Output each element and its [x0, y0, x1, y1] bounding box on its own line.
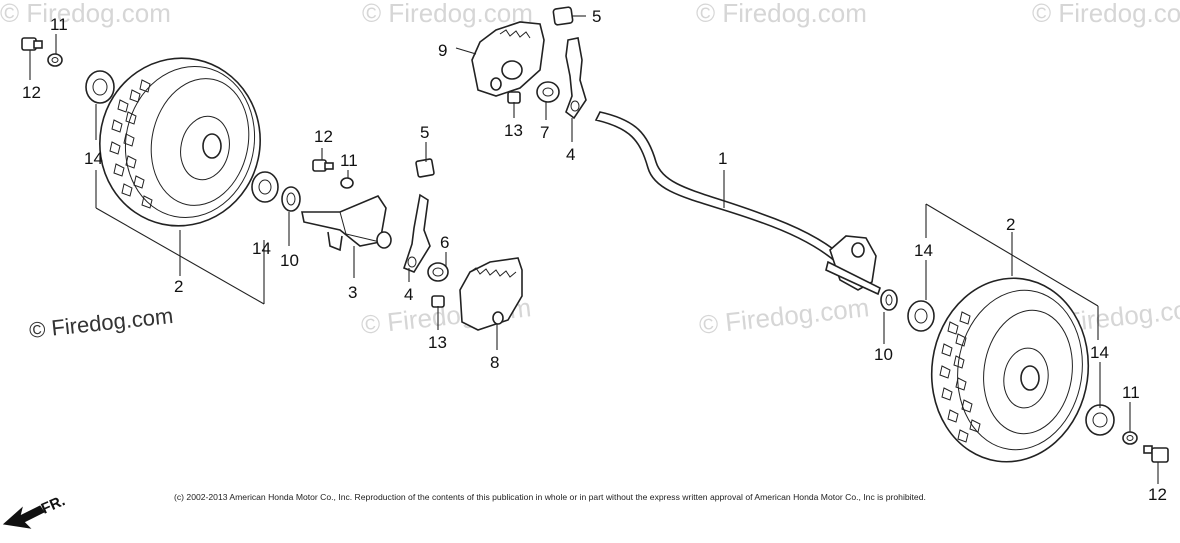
arrow-icon: [2, 505, 45, 529]
watermark: © Firedog.com: [697, 292, 870, 340]
callout-14: 14: [252, 239, 271, 258]
firedog-watermark: © Firedog.com: [28, 303, 174, 343]
callout-5: 5: [420, 123, 429, 142]
callout-12: 12: [22, 83, 41, 102]
callout-2: 2: [1006, 215, 1015, 234]
watermark: © Firedog.com: [696, 0, 867, 28]
top-hardware: [507, 6, 587, 120]
left-wheel: [99, 57, 261, 227]
direction-label: FR.: [39, 492, 68, 517]
callout-12: 12: [1148, 485, 1167, 504]
callout-2: 2: [174, 277, 183, 296]
top-cam-plate: [471, 21, 545, 97]
callout-6: 6: [440, 233, 449, 252]
callout-10: 10: [874, 345, 893, 364]
front-direction-arrow: FR.: [2, 492, 68, 529]
callout-14: 14: [1090, 343, 1109, 362]
left-cam-plate: [431, 257, 523, 331]
callout-5: 5: [592, 7, 601, 26]
left-hardware: [21, 37, 354, 212]
right-wheel: [930, 277, 1090, 463]
callout-1: 1: [718, 149, 727, 168]
left-lever: [403, 158, 449, 282]
callout-11: 11: [1122, 383, 1140, 402]
callout-9: 9: [438, 41, 447, 60]
callouts: 11 12 14 2 12 11 14 10 3 5 4 6 13 8 9 5 …: [22, 7, 1167, 504]
left-axle-bracket: [301, 195, 392, 252]
callout-4: 4: [566, 145, 575, 164]
callout-14: 14: [84, 149, 103, 168]
leader-lines: [29, 15, 1159, 484]
axle-rod: [594, 111, 881, 296]
watermark: © Firedog.com: [1032, 0, 1180, 28]
watermark: © Firedog.com: [362, 0, 533, 28]
callout-3: 3: [348, 283, 357, 302]
callout-12: 12: [314, 127, 333, 146]
callout-13: 13: [504, 121, 523, 140]
callout-8: 8: [490, 353, 499, 372]
callout-11: 11: [50, 15, 68, 34]
callout-10: 10: [280, 251, 299, 270]
callout-13: 13: [428, 333, 447, 352]
copyright-notice: (c) 2002-2013 American Honda Motor Co., …: [174, 492, 926, 502]
callout-11: 11: [340, 151, 358, 170]
callout-4: 4: [404, 285, 413, 304]
callout-7: 7: [540, 123, 549, 142]
callout-14: 14: [914, 241, 933, 260]
watermark: © Firedog.com: [0, 0, 171, 28]
